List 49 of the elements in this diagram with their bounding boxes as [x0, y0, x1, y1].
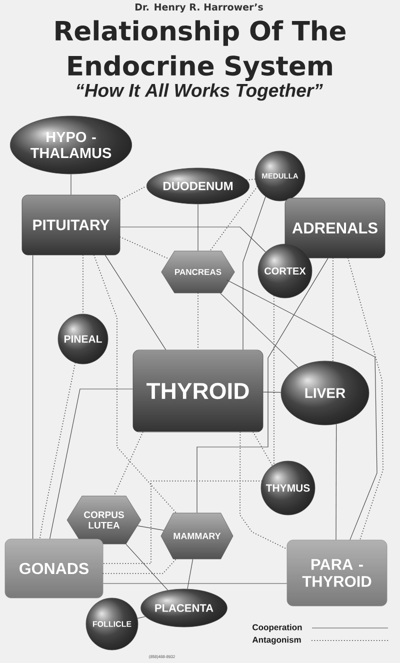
sphere-node: CORTEX	[258, 244, 312, 298]
connector-line	[137, 616, 146, 619]
connector-line	[102, 583, 288, 584]
rounded-box: THYROID	[132, 350, 264, 432]
oval-node: PLACENTA	[140, 588, 228, 628]
dotted-connector	[348, 258, 384, 540]
rounded-box: ADRENALS	[284, 198, 386, 258]
connector-line	[137, 526, 164, 531]
rounded-box: PARA - THYROID	[286, 540, 388, 606]
oval-node: DUODENUM	[146, 168, 250, 204]
oval-node: LIVER	[280, 360, 370, 426]
dotted-connector	[240, 432, 288, 550]
legend-text: Cooperation	[252, 624, 302, 632]
subtitle: “How It All Works Together”	[76, 83, 323, 101]
oval-node: HYPO - THALAMUS	[10, 116, 132, 174]
dotted-connector	[273, 295, 274, 466]
dotted-connector	[82, 254, 84, 314]
sphere-node: PINEAL	[58, 314, 108, 364]
rounded-box: GONADS	[4, 538, 104, 598]
connector-line	[126, 544, 168, 590]
sphere-node: FOLLICLE	[86, 598, 138, 650]
sphere-node: THYMUS	[260, 460, 316, 516]
connector-line	[32, 254, 34, 540]
connector-line	[104, 254, 166, 350]
title: Relationship Of The Endocrine System	[56, 20, 346, 82]
dotted-connector	[114, 432, 144, 496]
connector-line	[120, 226, 266, 252]
dotted-connector	[102, 558, 176, 574]
connector-line	[50, 388, 134, 540]
rounded-box: PITUITARY	[22, 194, 120, 256]
dotted-connector	[120, 186, 147, 200]
dotted-connector	[252, 432, 273, 466]
connector-line	[70, 174, 72, 196]
connector-line	[220, 292, 298, 368]
dotted-connector	[94, 254, 177, 514]
dotted-connector	[332, 258, 334, 362]
author-line: Dr. Henry R. Harrower’s	[135, 4, 263, 12]
dotted-connector	[210, 186, 258, 252]
connector-line	[196, 258, 328, 514]
dotted-connector	[102, 480, 262, 564]
dotted-connector	[246, 178, 256, 181]
connector-line	[226, 280, 378, 540]
connector-line	[187, 558, 194, 590]
dotted-connector	[39, 362, 76, 540]
legend-text: Antagonism	[252, 636, 301, 644]
connector-line	[336, 424, 337, 540]
dotted-connector	[120, 236, 170, 260]
connector-line	[242, 196, 266, 350]
connector-line	[262, 392, 282, 393]
